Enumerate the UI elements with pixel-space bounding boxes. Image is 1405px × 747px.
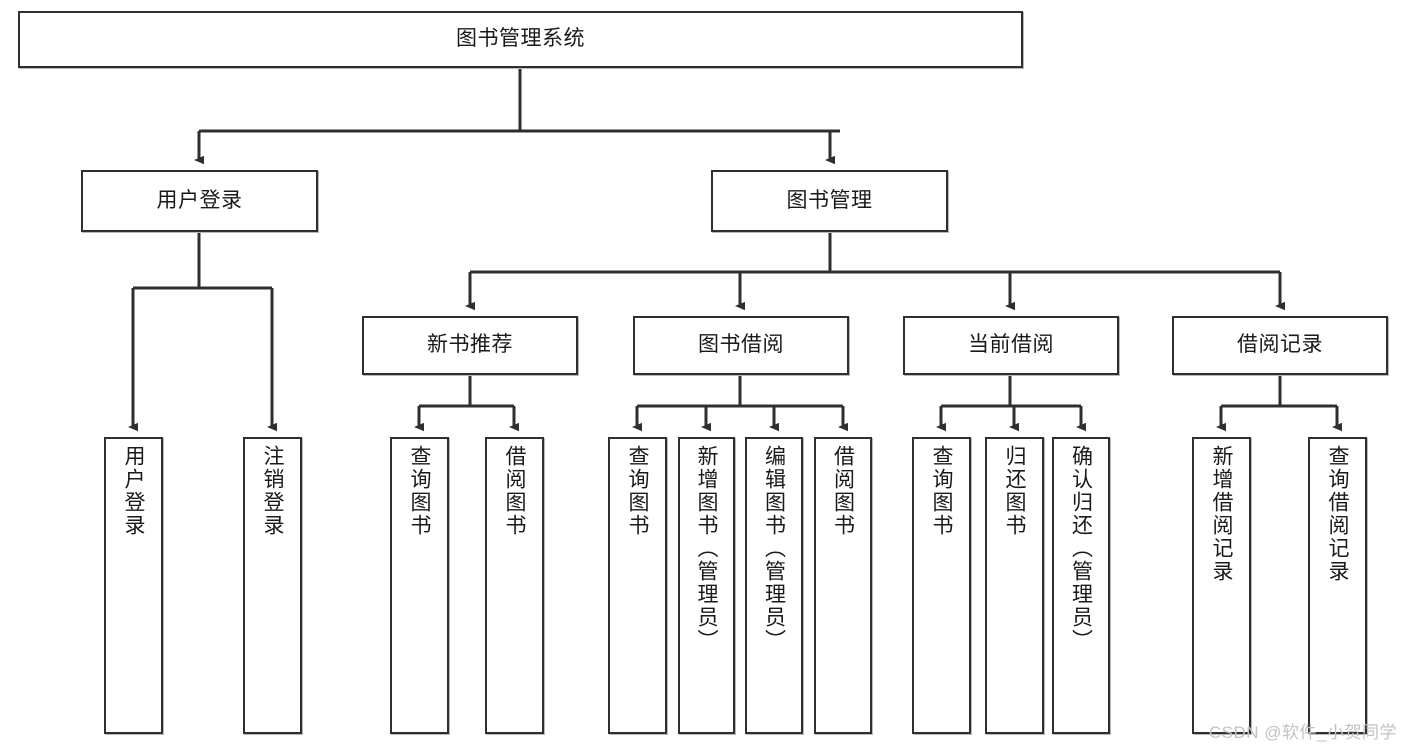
node-label: 当前借阅: [968, 333, 1054, 357]
node-label: 用户登录: [122, 445, 145, 537]
node-label: 确认归还（管理员）: [1069, 445, 1093, 652]
edge-group-current-borrow: [936, 375, 1086, 432]
leaf-query-book-current[interactable]: 查询图书: [912, 437, 971, 734]
node-label: 借阅图书: [831, 445, 855, 537]
edge-group-root: [194, 68, 840, 165]
node-book-management[interactable]: 图书管理: [711, 170, 948, 232]
node-label: 编辑图书（管理员）: [762, 445, 786, 652]
node-book-borrow[interactable]: 图书借阅: [633, 316, 849, 375]
node-label: 归还图书: [1003, 445, 1026, 537]
node-label: 借阅记录: [1237, 333, 1323, 357]
leaf-query-borrow-record[interactable]: 查询借阅记录: [1308, 437, 1367, 734]
edge-group-book-mgmt: [465, 232, 1285, 311]
leaf-add-book-admin[interactable]: 新增图书（管理员）: [678, 437, 735, 734]
leaf-edit-book-admin[interactable]: 编辑图书（管理员）: [745, 437, 803, 734]
edge-group-book-borrow: [632, 375, 848, 432]
leaf-query-book-recommend[interactable]: 查询图书: [390, 437, 449, 734]
leaf-user-login[interactable]: 用户登录: [104, 437, 163, 734]
leaf-logout[interactable]: 注销登录: [243, 437, 302, 734]
node-label: 查询图书: [930, 445, 953, 537]
node-label: 新增图书（管理员）: [695, 445, 718, 652]
edge-group-new-book: [414, 375, 519, 432]
csdn-watermark: CSDN @软件_小贺同学: [1208, 723, 1397, 742]
node-label: 图书管理: [786, 188, 873, 212]
leaf-return-book[interactable]: 归还图书: [985, 437, 1044, 734]
node-label: 用户登录: [156, 188, 243, 212]
node-label: 图书借阅: [698, 333, 784, 357]
node-new-book-recommend[interactable]: 新书推荐: [362, 316, 578, 375]
leaf-confirm-return-admin[interactable]: 确认归还（管理员）: [1052, 437, 1110, 734]
node-label: 查询借阅记录: [1326, 445, 1349, 583]
edge-group-user-login: [128, 232, 277, 432]
node-label: 查询图书: [408, 445, 431, 537]
node-current-borrow[interactable]: 当前借阅: [903, 316, 1119, 375]
node-label: 查询图书: [626, 445, 649, 537]
node-borrow-record[interactable]: 借阅记录: [1172, 316, 1388, 375]
node-label: 图书管理系统: [456, 27, 585, 51]
node-root-system[interactable]: 图书管理系统: [18, 11, 1023, 68]
leaf-add-borrow-record[interactable]: 新增借阅记录: [1192, 437, 1251, 734]
node-label: 新书推荐: [427, 333, 513, 357]
edge-group-borrow-record: [1216, 375, 1342, 432]
node-label: 借阅图书: [503, 445, 526, 537]
node-user-login[interactable]: 用户登录: [81, 170, 318, 232]
node-label: 注销登录: [261, 445, 284, 537]
leaf-borrow-book-recommend[interactable]: 借阅图书: [485, 437, 544, 734]
leaf-query-book-borrow[interactable]: 查询图书: [608, 437, 667, 734]
leaf-borrow-book[interactable]: 借阅图书: [814, 437, 872, 734]
node-label: 新增借阅记录: [1210, 445, 1233, 583]
